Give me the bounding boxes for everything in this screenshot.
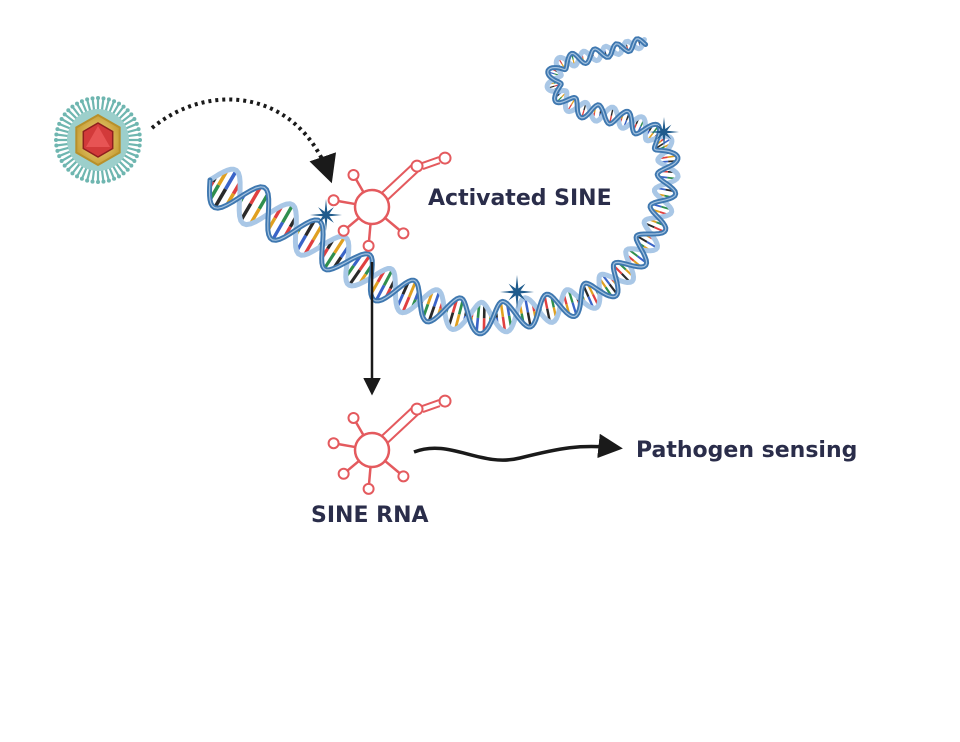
- activation-star-icon: [500, 275, 534, 309]
- dotted-infection-arrow: [150, 97, 337, 184]
- activated-sine-label: Activated SINE: [428, 186, 612, 211]
- sine-rna-label: SINE RNA: [311, 503, 429, 528]
- sensing-arrow: [413, 433, 623, 462]
- virus-particle-icon: [54, 96, 142, 184]
- activated-sine-rna-icon: [327, 151, 452, 252]
- activation-star-icon: [310, 199, 342, 231]
- activation-stars: [310, 117, 679, 309]
- activation-star-icon: [649, 117, 679, 147]
- sine-rna-icon: [327, 394, 452, 495]
- pathogen-sensing-label: Pathogen sensing: [636, 438, 858, 463]
